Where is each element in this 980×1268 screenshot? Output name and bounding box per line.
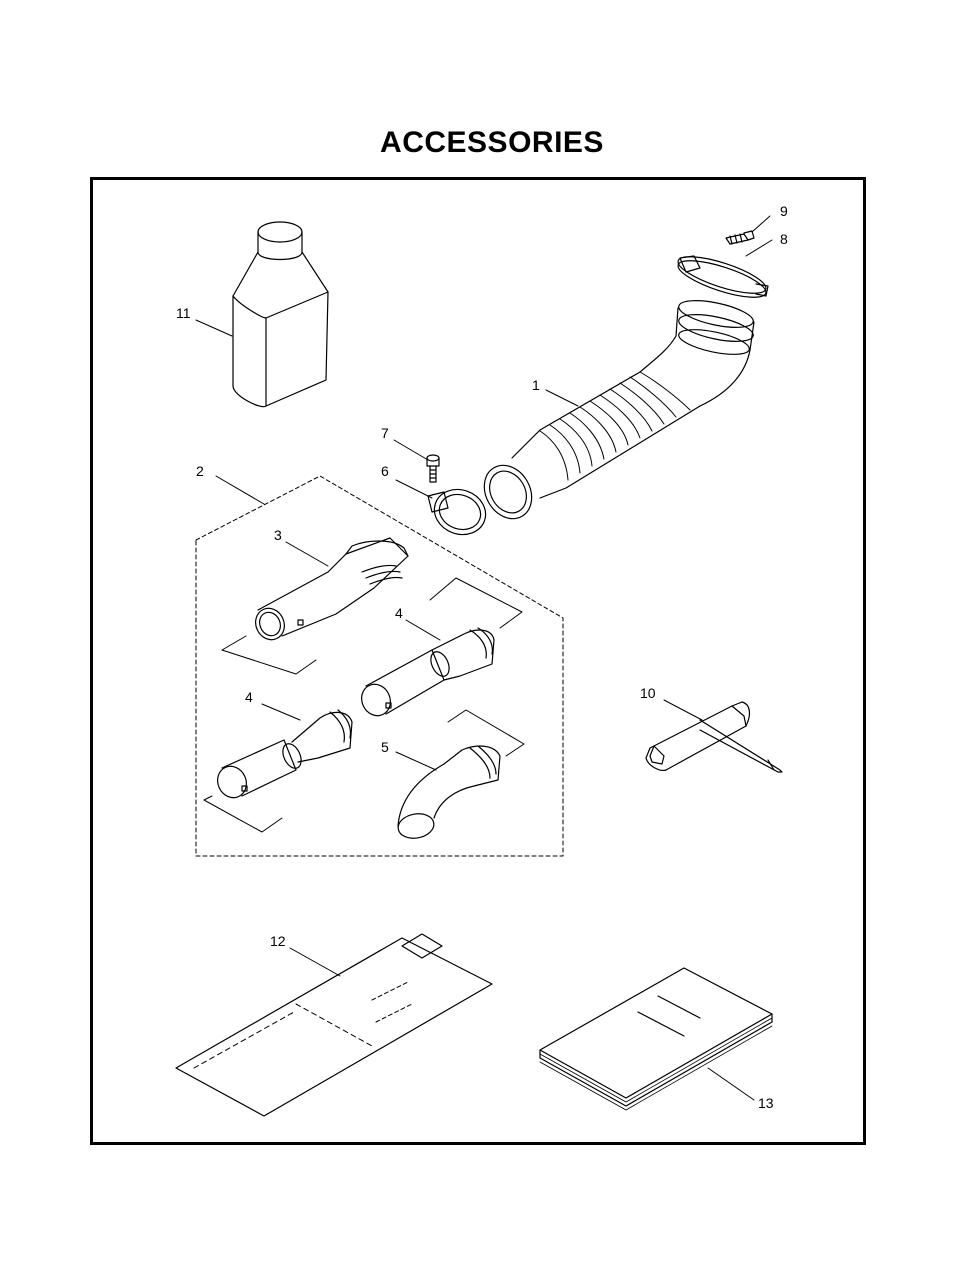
pipe-bracket-4a: [429, 577, 523, 629]
nozzle-icon: [255, 537, 409, 641]
callout-1: 1: [532, 377, 540, 393]
pipe-bracket-4b: [203, 795, 283, 833]
callout-13: 13: [758, 1095, 774, 1111]
callout-9: 9: [780, 203, 788, 219]
page-title: ACCESSORIES: [380, 126, 604, 159]
diagram-frame: [90, 177, 866, 1145]
hose-band-clamp-icon: [677, 255, 769, 298]
callout-11: 11: [176, 305, 191, 321]
oil-bottle-icon: [232, 221, 329, 408]
callout-4-lower: 4: [245, 689, 253, 705]
manual-icon: [539, 967, 773, 1111]
callout-8: 8: [780, 231, 788, 247]
callout-12: 12: [270, 933, 286, 949]
callout-5: 5: [381, 739, 389, 755]
pipe-upper-icon: [361, 627, 495, 717]
callout-3: 3: [274, 527, 282, 543]
callout-7: 7: [381, 425, 389, 441]
flex-hose-icon: [483, 300, 755, 520]
curved-nozzle-icon: [397, 745, 501, 839]
pipe-lower-icon: [217, 709, 353, 799]
callout-6: 6: [381, 463, 389, 479]
callout-10: 10: [640, 685, 656, 701]
callout-4-upper: 4: [395, 605, 403, 621]
nozzle-kit-boundary: [195, 475, 564, 857]
nozzle-bracket-5: [447, 709, 525, 757]
clamp-screw-icon: [725, 230, 755, 245]
envelope-icon: [175, 933, 493, 1117]
callout-2: 2: [196, 463, 204, 479]
bolt-icon: [426, 454, 440, 483]
hose-clamp-icon: [427, 488, 487, 536]
leader-lines: [195, 215, 773, 1101]
nozzle-bracket-3: [221, 635, 317, 675]
spark-plug-wrench-icon: [645, 701, 783, 773]
